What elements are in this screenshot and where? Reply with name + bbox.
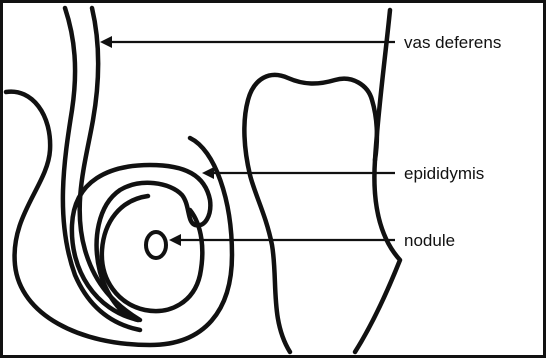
label-epididymis: epididymis xyxy=(404,164,484,183)
penis-right-edge xyxy=(355,10,400,352)
penis-outline xyxy=(244,75,377,352)
label-nodule: nodule xyxy=(404,231,455,250)
nodule-shape xyxy=(146,232,166,258)
arrowhead-epididymis xyxy=(202,167,214,179)
arrowhead-nodule xyxy=(169,234,181,246)
label-vas-deferens: vas deferens xyxy=(404,33,501,52)
arrowhead-vas-deferens xyxy=(100,36,112,48)
